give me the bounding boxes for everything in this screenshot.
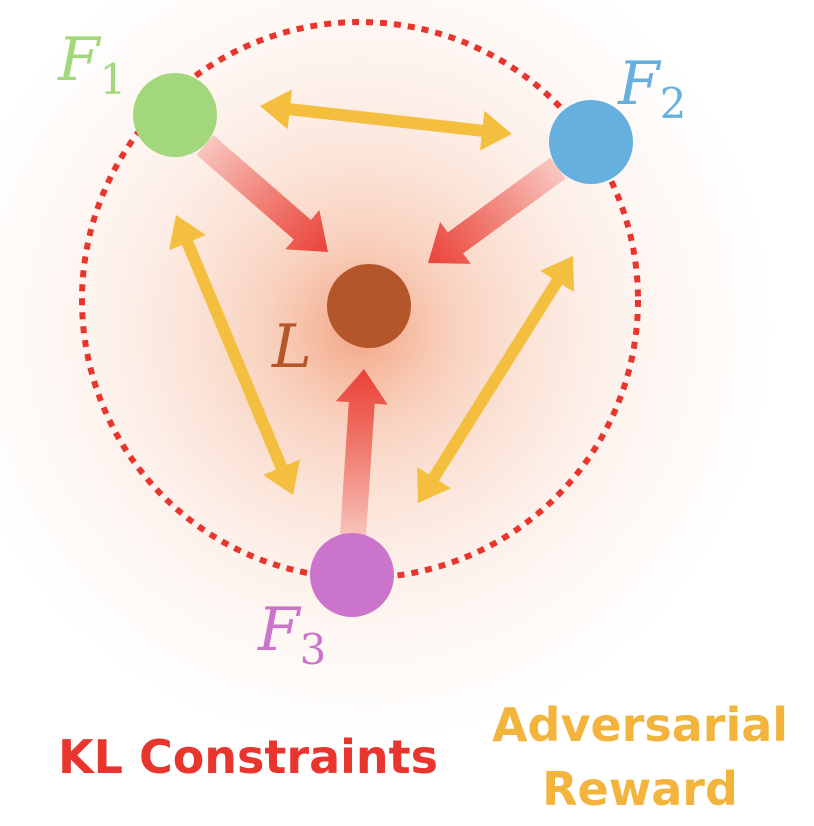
adversarial-arrow-f1-f3 — [169, 215, 300, 495]
kl-arrow-f3-leader — [335, 369, 388, 536]
adversarial-arrows — [169, 89, 574, 503]
legend-kl-constraints: KL Constraints — [58, 730, 438, 784]
follower-1-label: F1 — [57, 25, 126, 104]
follower-3-label: F3 — [257, 595, 326, 674]
follower-2-node — [549, 100, 633, 184]
kl-arrow-f1-leader — [196, 135, 328, 252]
follower-1-node — [133, 73, 217, 157]
adversarial-arrow-f1-f2 — [260, 89, 512, 151]
follower-2-label: F2 — [617, 49, 686, 128]
legend-adversarial-line1: Adversarial — [492, 698, 788, 752]
adversarial-arrow-f2-f3 — [417, 256, 574, 503]
kl-arrows — [196, 135, 566, 536]
follower-3-node — [310, 533, 394, 617]
leader-label: L — [271, 312, 312, 382]
leader-node — [327, 264, 411, 348]
kl-arrow-f2-leader — [428, 157, 566, 264]
legend-adversarial-line2: Reward — [542, 762, 738, 816]
